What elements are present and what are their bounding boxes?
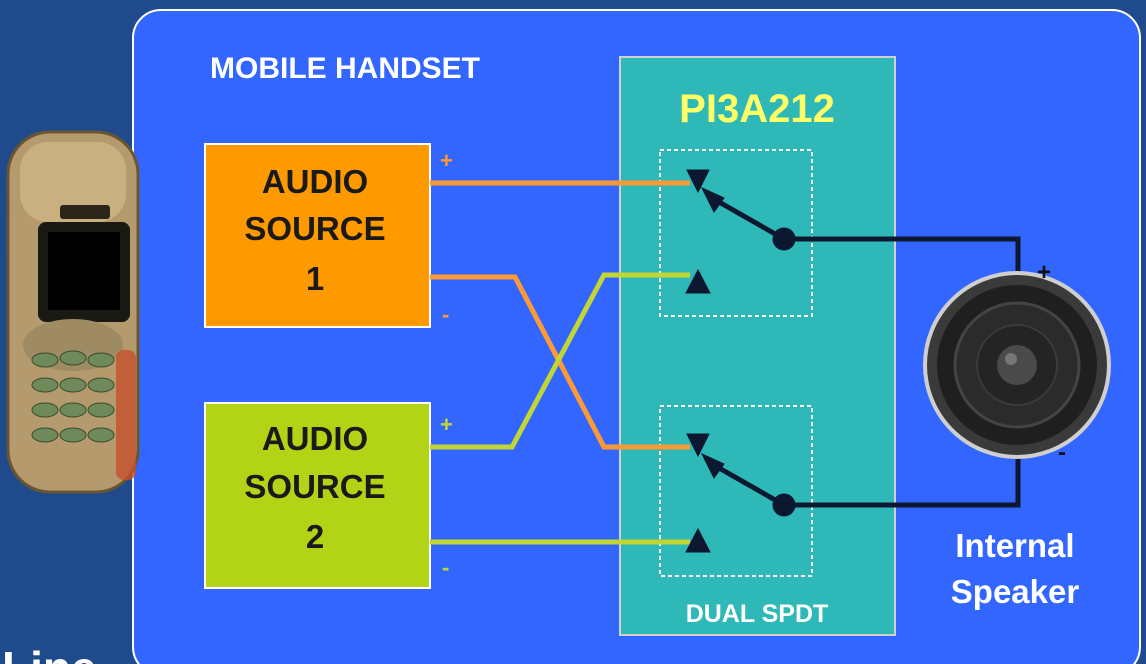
mobile-phone-icon bbox=[6, 130, 140, 494]
speaker-label-line1: Internal bbox=[955, 527, 1074, 564]
speaker-plus-label: + bbox=[1037, 259, 1051, 286]
switch-box-1 bbox=[659, 149, 813, 317]
handset-label: MOBILE HANDSET bbox=[210, 52, 480, 85]
audio-source-2-block bbox=[204, 402, 431, 589]
audio-source-1-line1: AUDIO bbox=[262, 163, 368, 200]
chip-subtitle: DUAL SPDT bbox=[686, 600, 829, 628]
source2-plus-label: + bbox=[440, 412, 453, 437]
chip-block bbox=[619, 56, 896, 636]
speaker-icon bbox=[923, 271, 1111, 459]
audio-source-2-line2: SOURCE bbox=[244, 468, 385, 505]
chip-name: PI3A212 bbox=[679, 87, 835, 131]
audio-source-2-line1: AUDIO bbox=[262, 420, 368, 457]
source1-plus-label: + bbox=[440, 148, 453, 173]
audio-source-2-line3: 2 bbox=[306, 518, 324, 555]
spdt-switch-1 bbox=[685, 169, 796, 294]
audio-source-1-block bbox=[204, 143, 431, 328]
audio-source-1-line2: SOURCE bbox=[244, 210, 385, 247]
audio-source-1-line3: 1 bbox=[306, 260, 324, 297]
source2-minus-label: - bbox=[442, 555, 449, 580]
wire-source2-plus bbox=[430, 272, 690, 450]
spdt-switch-2 bbox=[685, 433, 796, 553]
speaker-minus-label: - bbox=[1058, 439, 1066, 466]
speaker-label-line2: Speaker bbox=[951, 573, 1080, 610]
bottom-partial-text: Line bbox=[2, 642, 97, 664]
source1-minus-label: - bbox=[442, 302, 449, 327]
wire-speaker-minus bbox=[784, 438, 1021, 508]
